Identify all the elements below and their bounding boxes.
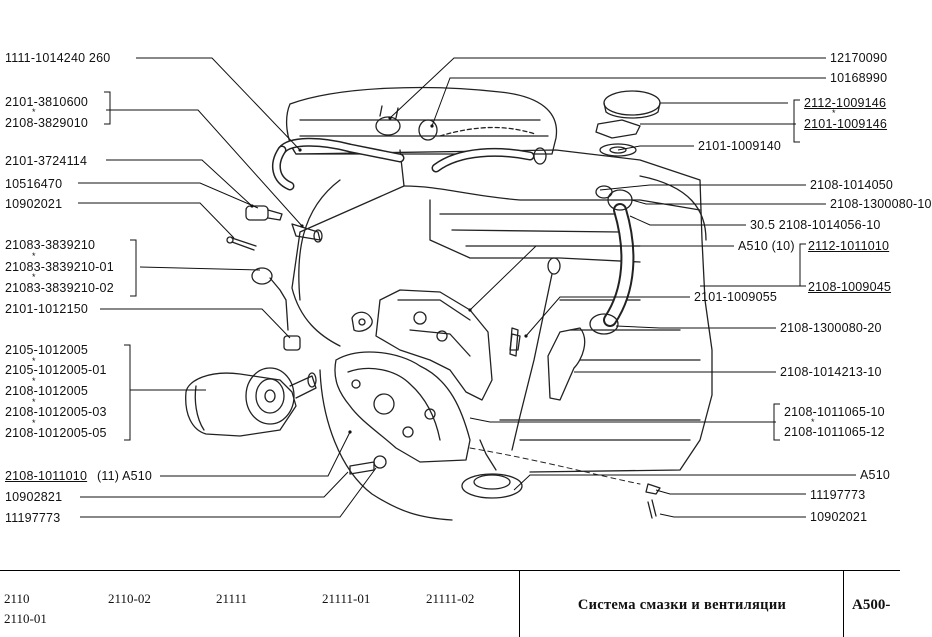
part-label-bracket: 10516470 <box>5 177 63 191</box>
dipstick <box>509 257 561 451</box>
part-label-washer: 11197773 <box>5 511 61 525</box>
small-hose <box>431 126 536 173</box>
model-2110: 2110 <box>4 591 30 606</box>
interchange-mark: * <box>32 272 36 282</box>
part-label-vent-pipe: 30.5 2108-1014056-10 <box>750 218 881 232</box>
part-label-sensor-a: 2101-3810600 <box>5 95 89 109</box>
front-cover <box>334 351 471 463</box>
part-label-oil-filter-3: 2108-1012005 <box>5 384 89 398</box>
part-label-oil-pressure-sensor-3: 21083-3839210-02 <box>5 281 114 295</box>
part-label-bolt: 10902021 <box>5 197 63 211</box>
part-label-oil-separator: 2108-1014213-10 <box>780 365 882 379</box>
part-label-oil-filter-1: 2105-1012005 <box>5 343 89 357</box>
model-2110-01: 2110-01 <box>4 611 47 626</box>
sensor-bracket <box>245 205 283 221</box>
interchange-mark: * <box>32 356 36 366</box>
model-21111-02: 21111-02 <box>426 591 475 606</box>
model-21111-01: 21111-01 <box>322 591 371 606</box>
part-label-oil-filter-2: 2105-1012005-01 <box>5 363 107 377</box>
divider <box>519 571 520 637</box>
hose-clamps <box>375 105 547 165</box>
section-title: Система смазки и вентиляции <box>577 597 787 613</box>
oil-pressure-sensor <box>291 223 323 243</box>
part-label-pickup-2: 2108-1011065-12 <box>784 425 885 439</box>
part-label-hose-clamp-b: 2108-1300080-20 <box>780 321 882 335</box>
interchange-mark: * <box>32 251 36 261</box>
bolt-small <box>226 236 257 251</box>
part-label-oil-pressure-sensor-2: 21083-3839210-01 <box>5 260 114 274</box>
part-label-oil-pressure-sensor-1: 21083-3839210 <box>5 238 96 252</box>
vent-hose <box>547 185 635 401</box>
interchange-mark: * <box>811 417 815 427</box>
divider <box>843 571 844 637</box>
part-label-hose-clamp-a: 2108-1300080-10 <box>830 197 932 211</box>
interchange-mark: * <box>32 376 36 386</box>
leader-dots <box>250 116 528 434</box>
section-code: A500- <box>852 597 891 613</box>
part-label-clamp: 12170090 <box>830 51 888 65</box>
part-label-pump-qty: A510 (10) <box>738 239 795 253</box>
part-label-connector: 2101-3724114 <box>5 154 88 168</box>
bottom-bolts <box>349 333 661 519</box>
part-label-oil-filter-5: 2108-1012005-05 <box>5 426 107 440</box>
part-label-dipstick-guide: 2101-1009055 <box>694 290 778 304</box>
part-label-vent-hose: 2108-1014050 <box>810 178 894 192</box>
model-2110-02: 2110-02 <box>108 591 151 606</box>
part-label-filter-fitting: 2101-1012150 <box>5 302 89 316</box>
oil-pickup <box>461 439 523 499</box>
oil-filter <box>185 367 317 437</box>
part-label-sealant: A510 <box>860 468 890 482</box>
part-label-oil-filter-4: 2108-1012005-03 <box>5 405 107 419</box>
interchange-mark: * <box>32 107 36 117</box>
part-label-oil-pump-right: 2112-1011010 <box>808 239 890 253</box>
part-label-sensor-b: 2108-3829010 <box>5 116 89 130</box>
part-label-oil-separator-hose: 1111-1014240 260 <box>5 51 111 65</box>
part-label-pickup-1: 2108-1011065-10 <box>784 405 885 419</box>
part-label-filler-cap: 2112-1009146 <box>804 96 887 110</box>
engine-drawing <box>78 57 856 521</box>
leader-lines <box>78 57 856 518</box>
engine-block-outline <box>285 86 713 521</box>
part-label-clamp-2: 10168990 <box>830 71 888 85</box>
part-label-oil-pump-qty: (11) A510 <box>97 469 153 483</box>
part-label-cap-gasket: 2101-1009140 <box>698 139 782 153</box>
part-label-oil-pump: 2108-1011010 <box>5 469 88 483</box>
interchange-mark: * <box>832 108 836 118</box>
title-block: 2110 2110-01 2110-02 21111 21111-01 2111… <box>0 570 900 637</box>
part-label-dipstick: 2108-1009045 <box>808 280 892 294</box>
oil-pump <box>351 289 493 401</box>
interchange-mark: * <box>32 397 36 407</box>
breather-hose <box>271 137 405 191</box>
part-label-bolt-3: 10902021 <box>810 510 868 524</box>
interchange-mark: * <box>32 418 36 428</box>
exploded-parts-diagram: 1111-1014240 260 2101-3810600 * 2108-382… <box>5 51 932 525</box>
part-label-bolt-2: 10902821 <box>5 490 63 504</box>
part-label-washer-2: 11197773 <box>810 488 866 502</box>
oil-temperature-sensor <box>251 267 301 351</box>
part-label-filler-cap-alt: 2101-1009146 <box>804 117 888 131</box>
model-21111: 21111 <box>216 591 248 606</box>
